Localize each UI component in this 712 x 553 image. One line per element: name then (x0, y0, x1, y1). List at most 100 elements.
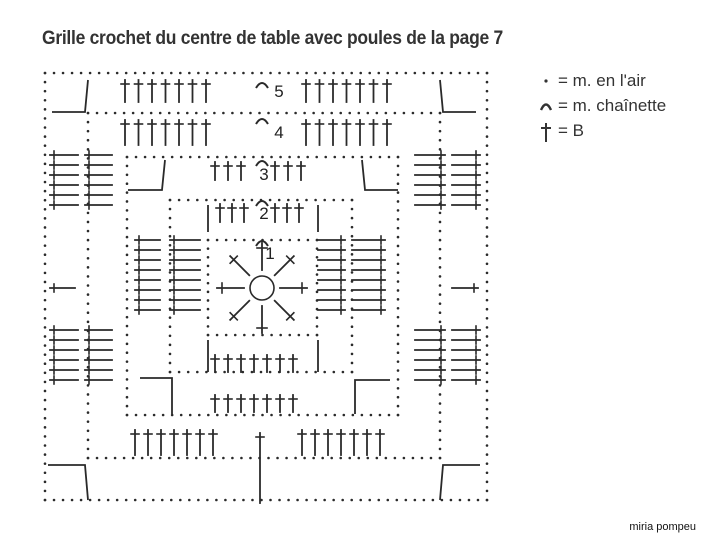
chain-dot (125, 360, 129, 363)
chain-dot (386, 71, 390, 75)
chain-dot (323, 498, 326, 502)
chain-dot (196, 370, 199, 374)
chain-dot (366, 111, 370, 115)
chain-dot (43, 344, 47, 347)
chain-dot (396, 226, 400, 230)
chain-dot (485, 235, 489, 238)
chain-dot (131, 111, 135, 115)
chain-dot (375, 456, 379, 460)
chain-dot (422, 498, 426, 502)
chain-dot (396, 200, 400, 203)
chain-arc (255, 240, 269, 247)
chain-dot (305, 498, 308, 502)
corner-stitch (439, 464, 480, 501)
chain-dot (315, 413, 319, 417)
chain-dot (402, 456, 406, 460)
chain-dot (125, 413, 129, 417)
chain-dot (278, 498, 281, 502)
chain-dot (485, 280, 489, 284)
chain-dot (315, 155, 319, 159)
chain-dot (485, 126, 489, 129)
chain-dot (438, 393, 442, 396)
chain-dot (161, 413, 165, 417)
chain-dot (233, 71, 236, 75)
chain-dot (332, 370, 336, 374)
chain-dot (431, 498, 435, 502)
chain-dot (438, 129, 442, 133)
legend-item-chain-stitch: = m. en l'air (538, 68, 666, 93)
chain-dot (485, 426, 489, 429)
chain-dot (43, 462, 47, 465)
chain-dot (268, 370, 272, 374)
chain-dot (485, 471, 489, 475)
chain-dot (43, 326, 47, 329)
chain-dot (86, 411, 90, 414)
chain-dot (485, 289, 489, 293)
chain-dot (342, 155, 346, 159)
chain-dot (106, 71, 110, 75)
chain-dot (43, 171, 47, 175)
chain-dot (438, 120, 442, 124)
chain-dot (438, 402, 442, 405)
chain-dot (276, 111, 279, 115)
round-number: 1 (265, 244, 274, 263)
chain-dot (207, 413, 210, 417)
chain-dot (350, 325, 354, 329)
chain-dot (420, 456, 424, 460)
chain-dot (485, 117, 489, 120)
chain-dot (315, 316, 319, 320)
chain-dot (240, 111, 243, 115)
chain-dot (348, 111, 352, 115)
chain-dot (485, 180, 489, 184)
chain-dot (287, 71, 290, 75)
chain-dot (231, 456, 234, 460)
chain-dot (297, 413, 300, 417)
chain-dot (485, 435, 489, 438)
chain-dot (43, 289, 47, 293)
chain-dot (485, 389, 489, 393)
chain-dot (261, 413, 264, 417)
chain-dot (250, 370, 254, 374)
chain-dot (350, 262, 354, 265)
chain-dot (43, 362, 47, 366)
chain-dot (104, 456, 108, 460)
chain-dot (86, 438, 90, 442)
chain-dot (277, 198, 281, 202)
chain-dot (86, 229, 90, 233)
chain-dot (261, 333, 264, 337)
chain-dot (169, 498, 173, 502)
treble-stitch (228, 254, 251, 277)
chain-dot (396, 164, 400, 168)
chain-dot (125, 324, 129, 328)
chain-dot (168, 253, 172, 256)
chain-dot (122, 111, 126, 115)
chain-dot (278, 71, 281, 75)
chain-dot (396, 182, 400, 185)
chain-dot (158, 111, 162, 115)
chain-dot (233, 238, 237, 242)
chain-dot (185, 456, 189, 460)
chain-dot (168, 316, 172, 319)
chain-dot (315, 281, 319, 285)
chain-dot (270, 155, 273, 159)
chain-dot (43, 108, 47, 111)
chain-dot (241, 198, 245, 202)
chain-dot (206, 247, 210, 250)
chain-dot (276, 456, 279, 460)
chain-dot (396, 173, 400, 177)
chain-dot (476, 71, 480, 75)
chain-dot (86, 311, 90, 315)
chain-dot (438, 311, 442, 315)
credit: miria pompeu (629, 521, 696, 533)
chain-dot (188, 498, 191, 502)
chain-dot (350, 253, 354, 256)
legend: = m. en l'air = m. chaînette = B (538, 68, 666, 143)
chain-dot (161, 155, 165, 159)
chain-dot (449, 71, 453, 75)
chain-dot (149, 456, 153, 460)
chain-dot (134, 155, 138, 159)
chain-dot (170, 155, 174, 159)
chain-dot (438, 256, 442, 260)
legend-item-slip-stitch: = m. chaînette (538, 93, 666, 118)
chain-dot (404, 498, 408, 502)
